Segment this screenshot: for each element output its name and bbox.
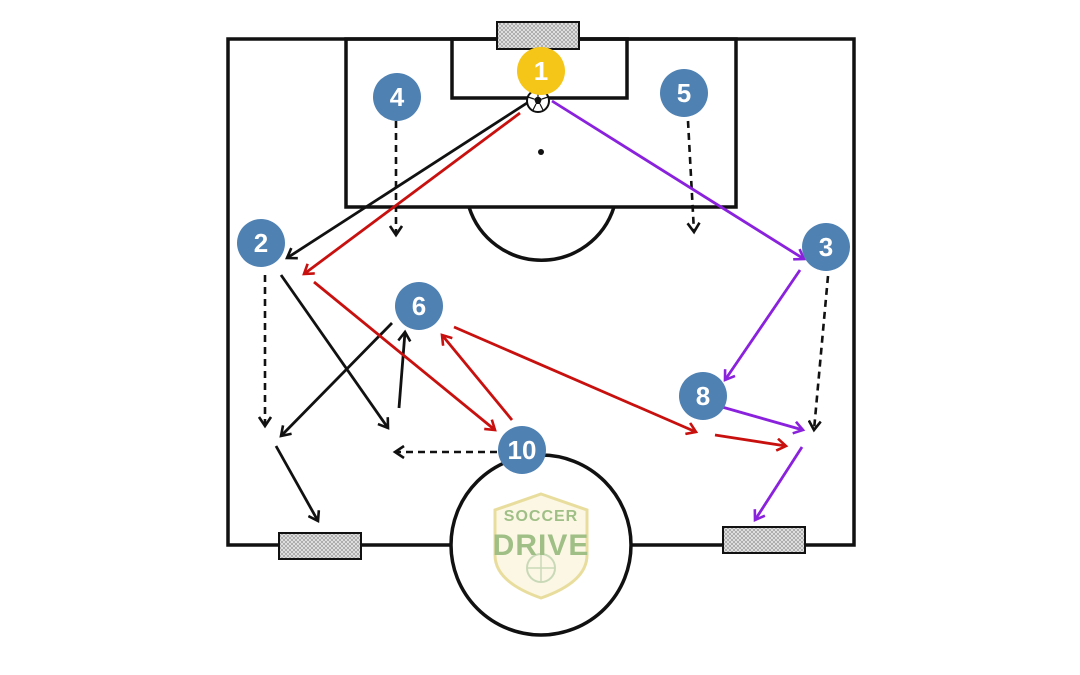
player-2: 2 — [237, 219, 285, 267]
player-label: 4 — [390, 82, 405, 112]
goal-net-icon — [278, 532, 362, 560]
player-label: 5 — [677, 78, 691, 108]
red-pass-8-to-3 — [714, 433, 786, 446]
pass-to-left-goal — [274, 445, 318, 521]
player-label: 8 — [696, 381, 710, 411]
red-pass-6-to-8 — [453, 325, 696, 432]
players: 1 2 3 4 5 6 8 10 — [237, 47, 850, 474]
soccer-drive-logo: SOCCER DRIVE — [493, 492, 590, 600]
logo-main-text: DRIVE — [493, 529, 590, 562]
run-5 — [688, 120, 694, 232]
penalty-spot — [538, 149, 544, 155]
pass-gk-to-2 — [287, 101, 528, 258]
penalty-arc — [467, 206, 616, 262]
pass-6-to-left — [281, 322, 393, 436]
red-pass-10-to-6 — [442, 335, 514, 421]
run-3 — [814, 275, 830, 430]
player-4: 4 — [373, 73, 421, 121]
purple-pass-8-to-3 — [721, 405, 803, 430]
player-3: 3 — [802, 223, 850, 271]
black-pass-sequence — [274, 101, 528, 521]
purple-pass-gk-to-3 — [551, 99, 804, 259]
purple-pass-to-right-goal — [755, 446, 804, 520]
player-label: 3 — [819, 232, 833, 262]
player-label: 2 — [254, 228, 268, 258]
red-pass-sequence — [304, 111, 786, 446]
player-6: 6 — [395, 282, 443, 330]
goal-net-icon — [722, 526, 806, 554]
purple-pass-3-to-8 — [725, 269, 802, 380]
red-pass-2-to-10 — [313, 280, 495, 430]
dashed-runs — [265, 120, 830, 452]
purple-pass-sequence — [551, 99, 804, 520]
pass-up-to-6 — [399, 332, 405, 409]
logo-top-text: SOCCER — [504, 508, 578, 525]
pass-2-diagonal — [279, 274, 388, 428]
player-5: 5 — [660, 69, 708, 117]
player-label: 6 — [412, 291, 426, 321]
player-10: 10 — [498, 426, 546, 474]
player-1-goalkeeper: 1 — [517, 47, 565, 95]
player-label: 1 — [534, 56, 548, 86]
player-label: 10 — [508, 435, 537, 465]
goal-net-icon — [496, 21, 580, 50]
red-pass-gk-to-2 — [304, 111, 521, 274]
player-8: 8 — [679, 372, 727, 420]
